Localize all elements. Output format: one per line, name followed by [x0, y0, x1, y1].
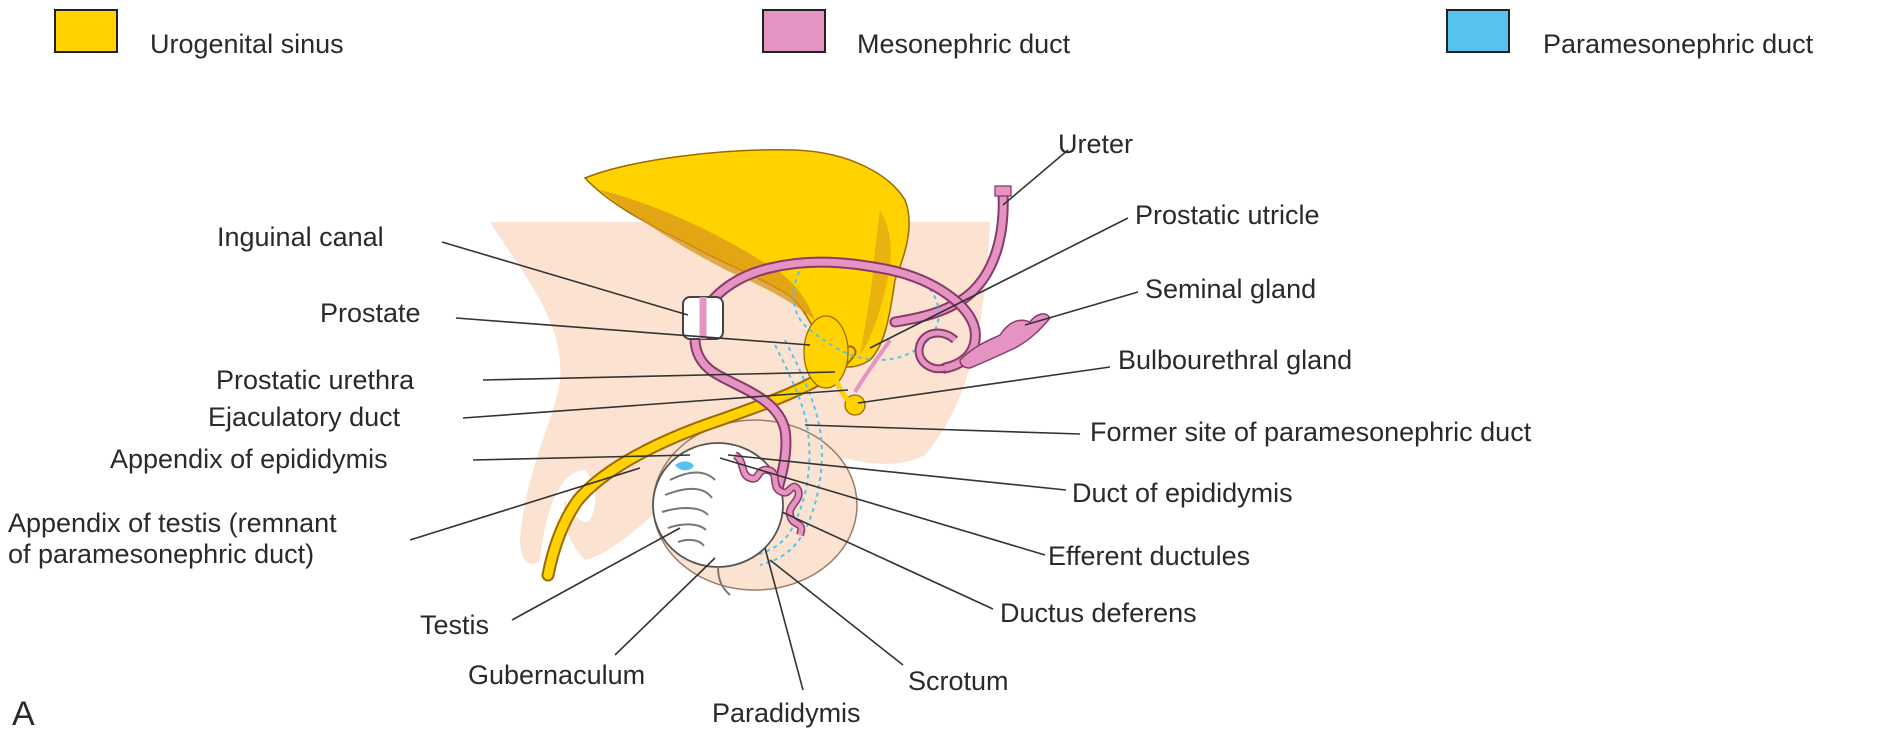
label-appendix-of-epididymis: Appendix of epididymis: [110, 444, 388, 474]
label-duct-of-epididymis: Duct of epididymis: [1072, 478, 1293, 508]
prostate-shape: [804, 316, 848, 388]
ureter-end: [995, 186, 1011, 196]
label-prostatic-urethra: Prostatic urethra: [216, 365, 415, 395]
label-prostatic-utricle: Prostatic utricle: [1135, 200, 1320, 230]
label-ejaculatory-duct: Ejaculatory duct: [208, 402, 401, 432]
label-bulbourethral-gland: Bulbourethral gland: [1118, 345, 1352, 375]
legend-label-mesonephric-duct: Mesonephric duct: [857, 29, 1071, 59]
legend-swatch-mesonephric-duct: [763, 10, 825, 52]
label-gubernaculum: Gubernaculum: [468, 660, 645, 690]
label-ureter: Ureter: [1058, 129, 1133, 159]
label-testis: Testis: [420, 610, 489, 640]
label-scrotum: Scrotum: [908, 666, 1009, 696]
label-appendix-of-testis-1: Appendix of testis (remnant: [8, 508, 337, 538]
label-ductus-deferens: Ductus deferens: [1000, 598, 1197, 628]
legend-swatch-paramesonephric-duct: [1447, 10, 1509, 52]
legend-label-urogenital-sinus: Urogenital sinus: [150, 29, 344, 59]
anatomy: [490, 150, 1050, 595]
legend-label-paramesonephric-duct: Paramesonephric duct: [1543, 29, 1814, 59]
label-paradidymis: Paradidymis: [712, 698, 861, 728]
label-appendix-of-testis-2: of paramesonephric duct): [8, 539, 314, 569]
legend-swatch-urogenital-sinus: [55, 10, 117, 52]
label-prostate: Prostate: [320, 298, 421, 328]
legend: Urogenital sinus Mesonephric duct Parame…: [55, 10, 1814, 59]
panel-letter: A: [12, 695, 35, 733]
label-inguinal-canal: Inguinal canal: [217, 222, 384, 252]
label-efferent-ductules: Efferent ductules: [1048, 541, 1250, 571]
label-seminal-gland: Seminal gland: [1145, 274, 1316, 304]
label-former-site: Former site of paramesonephric duct: [1090, 417, 1532, 447]
testis-shape: [653, 443, 783, 567]
